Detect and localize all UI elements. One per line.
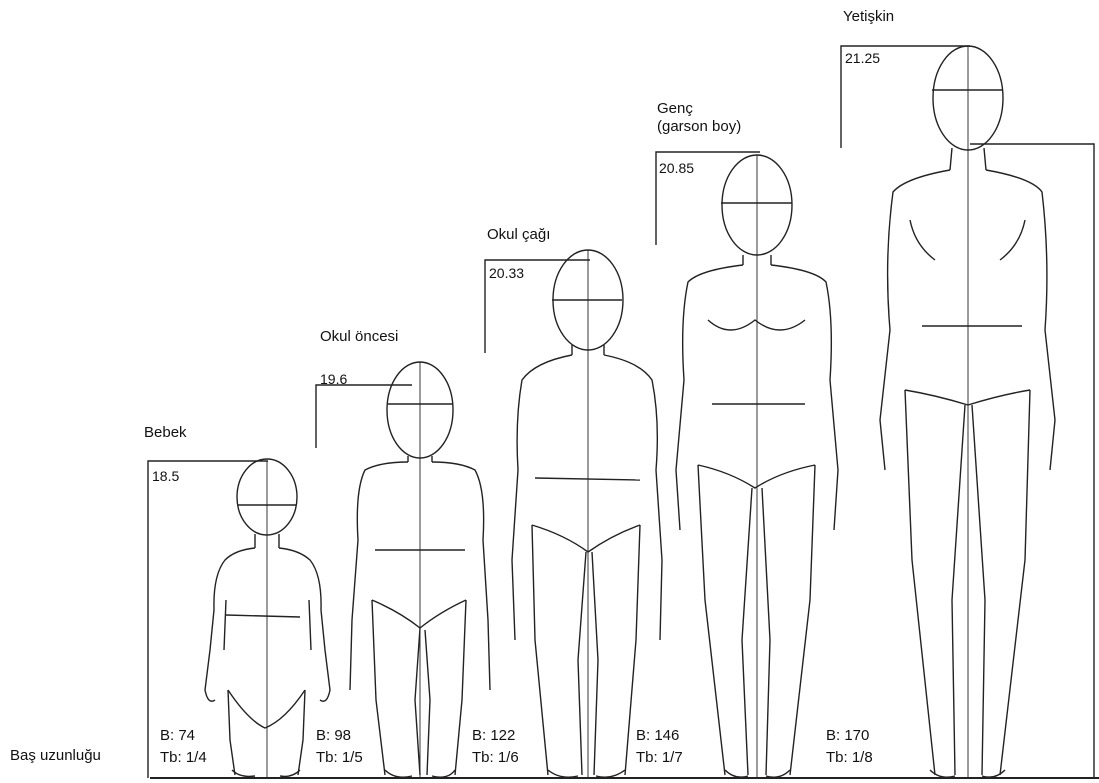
measure-bebek: B: 74 Tb: 1/4	[160, 725, 207, 769]
height-genc: B: 146	[636, 725, 683, 747]
ratio-bebek: 18.5	[152, 468, 179, 484]
figure-genc	[656, 152, 838, 778]
heads-okul-cagi: Tb: 1/6	[472, 747, 519, 769]
height-okul-cagi: B: 122	[472, 725, 519, 747]
figure-okul-cagi	[485, 250, 662, 778]
label-bebek: Bebek	[144, 424, 187, 442]
measure-okul-cagi: B: 122 Tb: 1/6	[472, 725, 519, 769]
label-okul-cagi: Okul çağı	[487, 226, 550, 244]
heads-yetiskin: Tb: 1/8	[826, 747, 873, 769]
label-yetiskin: Yetişkin	[843, 8, 894, 26]
bracket-yetiskin-right	[970, 144, 1094, 778]
measure-genc: B: 146 Tb: 1/7	[636, 725, 683, 769]
label-genc-subtitle: (garson boy)	[657, 118, 741, 136]
label-genc: Genç	[657, 100, 693, 118]
heads-bebek: Tb: 1/4	[160, 747, 207, 769]
height-bebek: B: 74	[160, 725, 207, 747]
label-okul-oncesi: Okul öncesi	[320, 328, 398, 346]
height-yetiskin: B: 170	[826, 725, 873, 747]
measure-okul-oncesi: B: 98 Tb: 1/5	[316, 725, 363, 769]
heads-okul-oncesi: Tb: 1/5	[316, 747, 363, 769]
ratio-genc: 20.85	[659, 160, 694, 176]
ratio-okul-cagi: 20.33	[489, 265, 524, 281]
figure-yetiskin	[841, 46, 1094, 778]
height-okul-oncesi: B: 98	[316, 725, 363, 747]
measure-yetiskin: B: 170 Tb: 1/8	[826, 725, 873, 769]
ratio-yetiskin: 21.25	[845, 50, 880, 66]
ratio-okul-oncesi: 19.6	[320, 371, 347, 387]
heads-genc: Tb: 1/7	[636, 747, 683, 769]
figure-okul-oncesi	[316, 362, 490, 778]
bracket-okul-oncesi	[316, 385, 412, 448]
row-label-head-length: Baş uzunluğu	[10, 745, 101, 767]
